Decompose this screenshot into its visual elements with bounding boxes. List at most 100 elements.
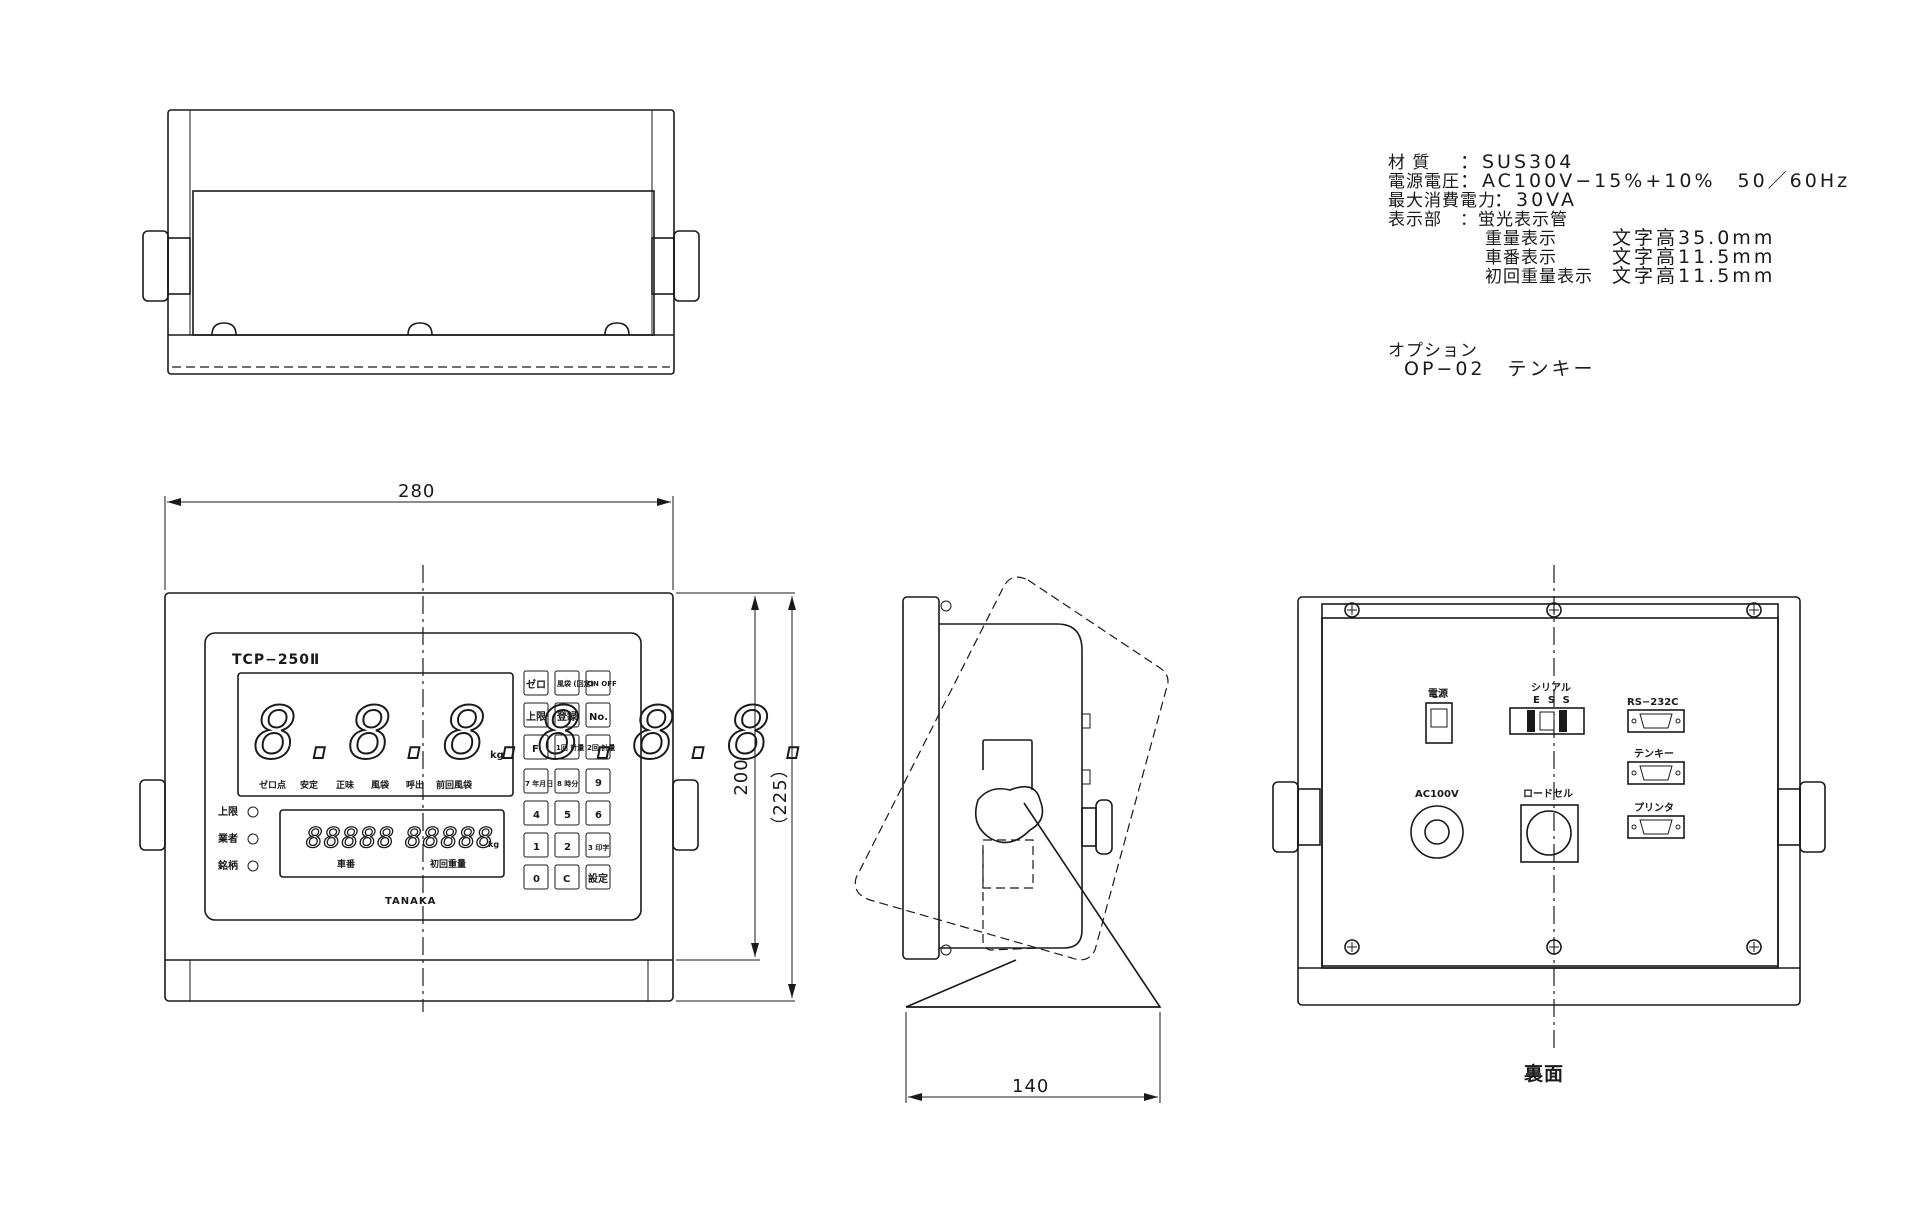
serial-connector[interactable] xyxy=(1509,707,1585,735)
key-label: 2 xyxy=(564,842,571,853)
indicator-label: ゼロ点 xyxy=(259,779,286,791)
key-label: C xyxy=(563,874,570,885)
key-label: ON OFF xyxy=(587,680,617,688)
spec-material-label: 材 質 xyxy=(1388,153,1430,173)
dimension-height: 200 xyxy=(731,758,752,795)
key-button[interactable] xyxy=(523,800,549,826)
rear-screws xyxy=(1344,602,1762,955)
dimension-depth: 140 xyxy=(1012,1076,1049,1097)
spec-display-row-value: 文字高35.0mm xyxy=(1612,227,1775,249)
rs232c-label: RS−232C xyxy=(1627,697,1679,708)
spec-material-value: ：SUS304 xyxy=(1460,151,1574,173)
key-button[interactable] xyxy=(523,832,549,858)
key-label: 7 年月日 xyxy=(525,779,553,788)
printer-port[interactable] xyxy=(1627,815,1685,839)
key-button[interactable] xyxy=(523,768,549,794)
sub-display-left: 88888 xyxy=(306,821,395,854)
indicator-label: 前回風袋 xyxy=(436,779,473,791)
key-button[interactable] xyxy=(585,670,611,696)
lamp-column: 上限 業者 銘柄 xyxy=(217,805,259,872)
indicator-row: ゼロ点 安定 正味 風袋 呼出 前回風袋 xyxy=(259,779,473,791)
lamp-label: 上限 xyxy=(218,805,239,818)
ac-input-connector[interactable] xyxy=(1410,805,1464,859)
key-label: 登録 xyxy=(556,710,578,723)
rear-view: 電源 シリアル ESS RS−232C テンキー プリンタ AC100V ロード… xyxy=(1272,565,1826,1085)
indicator-label: 風袋 xyxy=(371,779,390,791)
key-button[interactable] xyxy=(585,702,611,728)
key-button[interactable] xyxy=(585,864,611,890)
spec-block: 材 質 ：SUS304 電源電圧 ：AC100V−15%+10% 50／60Hz… xyxy=(1388,151,1850,380)
side-view: 140 xyxy=(854,576,1169,1103)
key-button[interactable] xyxy=(585,734,611,760)
indicator-label: 安定 xyxy=(300,779,319,791)
tenkey-port[interactable] xyxy=(1627,761,1685,785)
spec-display-row-value: 文字高11.5mm xyxy=(1612,246,1775,268)
key-button[interactable] xyxy=(554,768,580,794)
key-label: 風袋 (回定) xyxy=(556,679,594,688)
indicator-label: 正味 xyxy=(336,779,354,791)
tenkey-label: テンキー xyxy=(1634,748,1674,760)
spec-display-label: 表示部 xyxy=(1388,210,1442,230)
key-button[interactable] xyxy=(585,768,611,794)
key-button[interactable] xyxy=(554,864,580,890)
dimension-overall-height: （225） xyxy=(770,759,791,834)
spec-consumption-value: ：30VA xyxy=(1494,189,1577,211)
key-label: 設定 xyxy=(588,872,608,885)
key-button[interactable] xyxy=(523,670,549,696)
loadcell-label: ロードセル xyxy=(1523,788,1573,800)
key-button[interactable] xyxy=(554,832,580,858)
key-button[interactable] xyxy=(523,734,549,760)
spec-display-row-name: 車番表示 xyxy=(1485,248,1557,268)
spec-consumption-label: 最大消費電力 xyxy=(1388,191,1496,211)
key-label: 9 xyxy=(595,778,602,789)
weight-unit: kg xyxy=(490,750,504,761)
key-label: 3 印字 xyxy=(588,843,609,852)
weight-display: 8.8.8.8.8.8. xyxy=(254,691,822,775)
ac-input-label: AC100V xyxy=(1415,789,1459,800)
key-button[interactable] xyxy=(554,702,580,728)
spec-option-label: オプション xyxy=(1388,341,1478,361)
lamp-indicator xyxy=(247,833,259,845)
key-label: 1回 計量 xyxy=(556,743,584,752)
key-label: 5 xyxy=(564,810,571,821)
spec-display-row-name: 重量表示 xyxy=(1485,229,1557,249)
key-button[interactable] xyxy=(554,670,580,696)
key-label: 0 xyxy=(533,874,540,885)
sub-display-label: 初回重量 xyxy=(430,858,466,870)
key-label: 2回 計量 xyxy=(587,743,615,752)
lamp-indicator xyxy=(247,806,259,818)
power-switch[interactable] xyxy=(1425,702,1453,744)
keypad: ゼロ 風袋 (回定) ON OFF 上限 登録 No. F 1回 計量 2回 計… xyxy=(523,670,617,890)
lamp-label: 銘柄 xyxy=(218,859,238,872)
key-button[interactable] xyxy=(523,702,549,728)
brand-label: TANAKA xyxy=(385,896,436,907)
front-view: 280 TCP−250Ⅱ 8.8.8.8.8.8. kg ゼロ点 安定 正味 風… xyxy=(139,481,822,1012)
loadcell-connector[interactable] xyxy=(1520,804,1579,863)
sub-display-right: 88888 xyxy=(405,821,494,854)
spec-display-value: ：蛍光表示管 xyxy=(1460,210,1568,230)
key-button[interactable] xyxy=(554,734,580,760)
spec-power-label: 電源電圧 xyxy=(1388,172,1460,192)
rs232c-port[interactable] xyxy=(1627,709,1685,733)
dimension-width: 280 xyxy=(398,481,435,502)
key-label: 8 時分 xyxy=(557,779,578,788)
spec-option-value: OP−02 テンキー xyxy=(1404,358,1596,380)
rear-view-caption: 裏面 xyxy=(1523,1062,1564,1085)
serial-sub-label: ESS xyxy=(1533,695,1578,706)
lamp-indicator xyxy=(247,860,259,872)
key-label: 上限 xyxy=(526,710,547,723)
key-button[interactable] xyxy=(523,864,549,890)
spec-display-row-value: 文字高11.5mm xyxy=(1612,265,1775,287)
top-view xyxy=(142,109,700,375)
spec-power-value: ：AC100V−15%+10% 50／60Hz xyxy=(1460,170,1850,192)
sub-display-unit: kg xyxy=(488,840,499,849)
key-button[interactable] xyxy=(554,800,580,826)
key-label: 4 xyxy=(533,810,540,821)
power-switch-label: 電源 xyxy=(1428,687,1448,700)
key-button[interactable] xyxy=(585,832,611,858)
printer-label: プリンタ xyxy=(1634,801,1674,814)
spec-display-row-name: 初回重量表示 xyxy=(1485,267,1593,287)
key-button[interactable] xyxy=(585,800,611,826)
lamp-label: 業者 xyxy=(217,832,238,845)
